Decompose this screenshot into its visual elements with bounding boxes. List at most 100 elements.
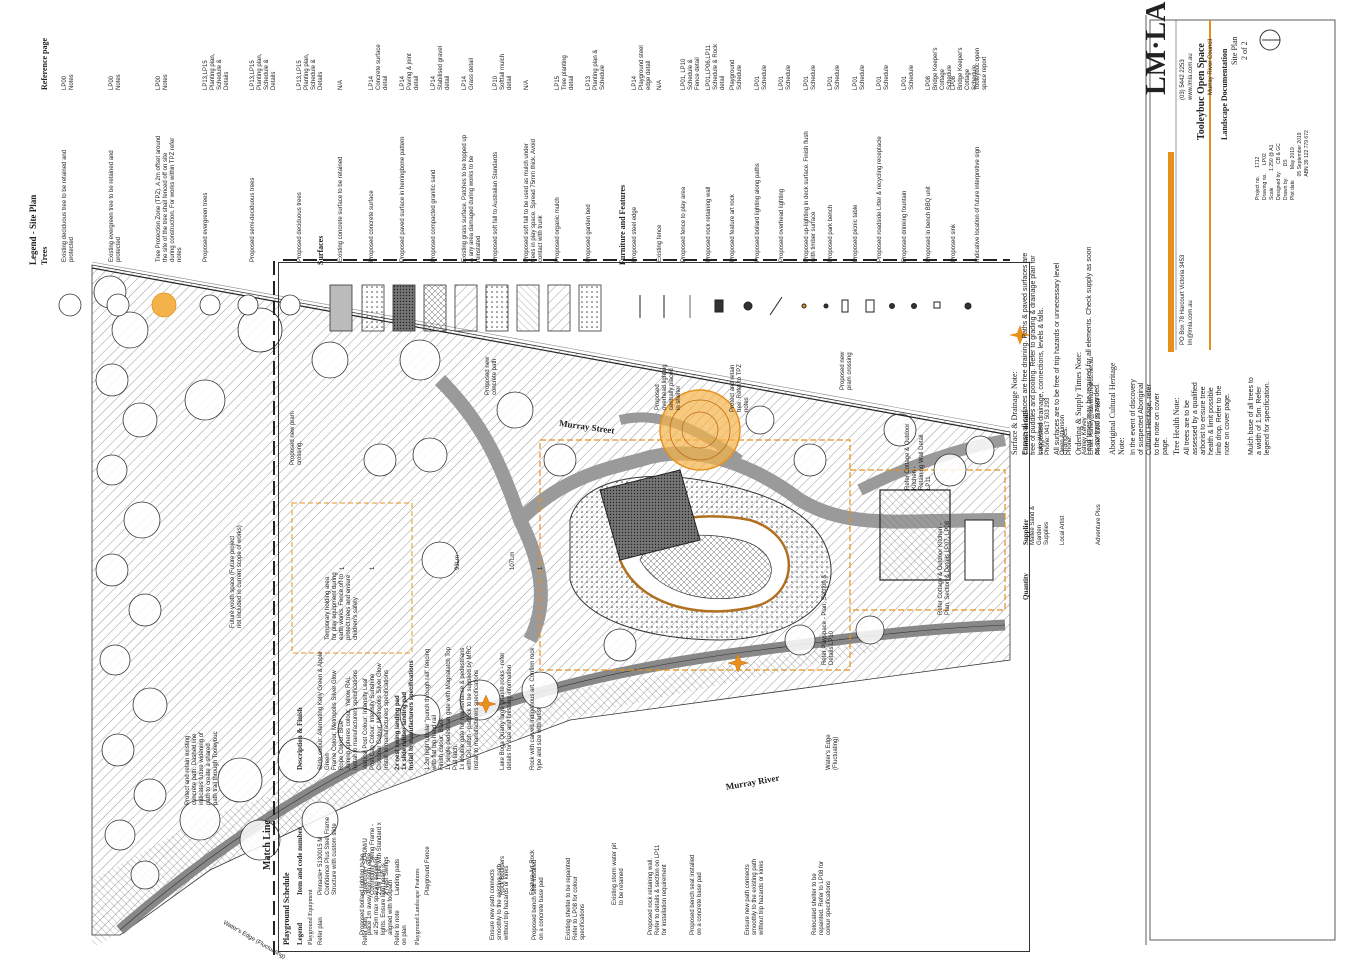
lmla-logo: LM·LA	[1141, 1, 1172, 95]
playground-schedule-table	[278, 262, 1030, 952]
legend-item-label: Existing concrete surface to be retained	[338, 156, 344, 262]
legend-item-reference: LP10 Softfall mulch detail	[493, 53, 513, 90]
schedule-section-equipment: Playground Equipment	[308, 889, 314, 946]
legend-item-label: Proposed compacted granitic sand	[431, 169, 437, 262]
legend-item-label: Proposed organic mulch	[555, 197, 561, 262]
callout-relocated-shelter: Relocated shelter to be repainted. Refer…	[812, 860, 832, 935]
legend-item-reference: N/A	[524, 79, 530, 90]
heritage-note-title: Aboriginal Cultural Heritage Note:	[1108, 362, 1126, 455]
surface-note-2: All surfaces are to be free of trip haza…	[1054, 262, 1069, 455]
schedule-header-qty: Quantity	[1022, 573, 1030, 600]
legend-item-label: Proposed evergreen trees	[203, 192, 209, 262]
row2-legend: Refer plan	[363, 917, 369, 945]
north-arrow-icon	[1262, 30, 1280, 48]
legend-item-label: Proposed fence to play area	[681, 186, 687, 262]
row3-desc: 2x nest swing landing pad 1x slide rubbe…	[395, 660, 415, 770]
legend-item-label: Tree Protection Zone (TPZ). A 2m offset …	[156, 135, 183, 262]
row5-supplier: Mallee Sand & Garden Supplies	[1030, 505, 1050, 545]
ordering-note-title: Ordering & Supply Times Note:	[1074, 351, 1083, 455]
ordering-note-1: Lead times may be required for all eleme…	[1086, 246, 1101, 455]
legend-trees-title: Trees	[40, 246, 49, 265]
legend-item-reference: LP01 Schedule	[852, 64, 866, 90]
legend-item-label: Proposed up-lighting in deck surface. Fi…	[803, 131, 817, 262]
legend-item-reference: LP01 Schedule	[754, 64, 768, 90]
legend-item-label: Existing deciduous tree to be retained a…	[62, 149, 75, 262]
row6-item: Feature Art Rock	[530, 849, 536, 895]
tb-doc: Landscape Documentation	[1220, 48, 1229, 140]
row1-desc: Slide colour: Alternating Kelly Green & …	[318, 651, 359, 770]
callout-new-path: Proposed new concrete path	[485, 356, 498, 395]
callout-storm-pit: Existing storm water pit to be retained	[612, 842, 625, 905]
callout-protect-tree: Protect and retain tree. Refer to TPZ no…	[730, 364, 750, 412]
legend-item-reference: LP14 Stabilised gravel detail	[431, 45, 451, 90]
legend-item-reference: N/A	[656, 79, 663, 90]
row6-desc: Rock with carved indigenous art. Confirm…	[530, 647, 543, 770]
schedule-section-landscape: Playground Landscape Features	[415, 868, 421, 945]
callout-future-youth: Future youth space (Future project not i…	[230, 525, 243, 628]
tb-client: Murray River Council	[1208, 38, 1214, 95]
callout-pram-crossing-2: Proposed new pram crossing	[840, 351, 853, 390]
tree-note-1: All trees are to be assessed by a qualif…	[1184, 382, 1231, 455]
legend-item-reference: LP01 Schedule	[779, 64, 792, 90]
callout-refer-playspace: Refer Playspace - Plan, Section & Detail…	[822, 574, 835, 665]
legend-item-reference: LP14 Paving & joint detail	[400, 53, 420, 90]
legend-item-reference: Playground Schedule	[730, 59, 743, 90]
legend-item-reference: LP08 Bridge Keeper's Cottage Schedule	[926, 47, 953, 90]
row4-desc: 1.2m high tubular "punch through rail" f…	[425, 645, 480, 770]
legend-item-reference: LP13,LP15 Planting plan, Schedule & Deta…	[203, 53, 230, 90]
callout-shelter-repaint: Existing shelter to be repainted Refer t…	[566, 857, 586, 940]
callout-rock-wall: Proposed rock retaining wall. Refer to d…	[648, 844, 668, 935]
row1-qty: 1	[340, 566, 346, 570]
legend-item-reference: LP01 Schedule	[803, 64, 817, 90]
row5-qty: 107Lm	[510, 551, 516, 570]
tree-note-title: Tree Health Note:	[1172, 397, 1181, 455]
waters-edge-label-1: Water's Edge (Fluctuating)	[826, 734, 839, 770]
legend-item-reference: Tooleybuc open space report	[975, 47, 988, 90]
schedule-header-supplier: Supplier	[1022, 519, 1030, 545]
legend-item-label: Proposed steel edge	[632, 206, 638, 262]
legend-item-reference: LP15 Tree planting detail	[555, 55, 575, 90]
callout-overhead-lighting: Proposed overhead lighting centrally pla…	[655, 364, 682, 410]
legend-furniture-title: Furniture and Features	[618, 184, 627, 265]
cottage	[879, 489, 951, 581]
row2-desc: Vertical Post Colour: Intensity Leaf Pos…	[363, 663, 390, 770]
callout-path-connect-2: Ensure new path connects smoothly to the…	[745, 858, 765, 935]
callout-pram-crossing-1: Proposed new pram crossing.	[290, 411, 303, 465]
legend-item-label: Proposed rock retaining wall	[705, 186, 712, 262]
legend-item-reference: LP01 Schedule	[901, 64, 915, 90]
callout-refer-cottage: Refer Cottage & Outdoor Kitchen - Plan, …	[938, 520, 951, 615]
row6-supplier: Local Artist	[1060, 515, 1066, 545]
legend-item-label: Proposed soft fall to Australian Standar…	[493, 151, 499, 262]
tpz-tree	[659, 389, 741, 471]
tb-project: Tooleybuc Open Space	[1196, 43, 1207, 140]
legend-surfaces-title: Surfaces	[316, 235, 325, 265]
tb-address: PO Box 78 Harcourt Victoria 3453	[1180, 254, 1186, 345]
row4-qty: 93Lm	[455, 554, 461, 570]
legend-item-reference: LP01,LP06,LP11 Schedule & Rock detail	[705, 43, 726, 90]
legend-item-label: Existing fence	[656, 224, 663, 262]
holding-area	[291, 502, 413, 654]
surface-note-title: Surface & Drainage Note:	[1010, 371, 1019, 455]
legend-item-reference: LP13,LP15 Planting plan, Schedule & Deta…	[250, 53, 277, 90]
playspace-boundary	[539, 439, 851, 671]
legend-item-reference: LP00 Notes	[109, 74, 122, 90]
schedule-header-desc: Description & Finish	[296, 707, 304, 770]
schedule-title: Playground Schedule	[282, 872, 291, 945]
surface-note-1: Ensure all surfaces are free draining. P…	[1022, 252, 1045, 455]
legend-item-label: Proposed roadside Litter & recycling rec…	[877, 136, 883, 262]
legend-item-label: Proposed soft fall to be used as mulch u…	[524, 139, 544, 262]
reference-page-title: Reference page	[40, 37, 49, 90]
legend-item-label: Proposed garden bed	[586, 204, 592, 262]
legend-item-label: Proposed feature art rock	[730, 194, 736, 262]
legend-item-label: Proposed concrete surface	[369, 190, 375, 262]
legend-item-reference: LP13 Planting plan & Schedule	[586, 49, 606, 90]
tb-meta: Project no. 1712 Drawing no. LP02 Scale …	[1255, 130, 1310, 200]
legend-title: Legend - Site Plan	[28, 194, 38, 265]
paved-plaza	[599, 469, 701, 561]
legend-item-label: Proposed picnic table	[852, 204, 859, 262]
legend-item-reference: LP01 Schedule	[877, 64, 890, 90]
legend-item-label: Indicative location of future interpreti…	[975, 146, 981, 262]
legend-item-label: Proposed bollard lighting along paths	[754, 163, 761, 262]
row5-desc: Lake Boga Quarry large granite rocks - r…	[500, 652, 513, 770]
